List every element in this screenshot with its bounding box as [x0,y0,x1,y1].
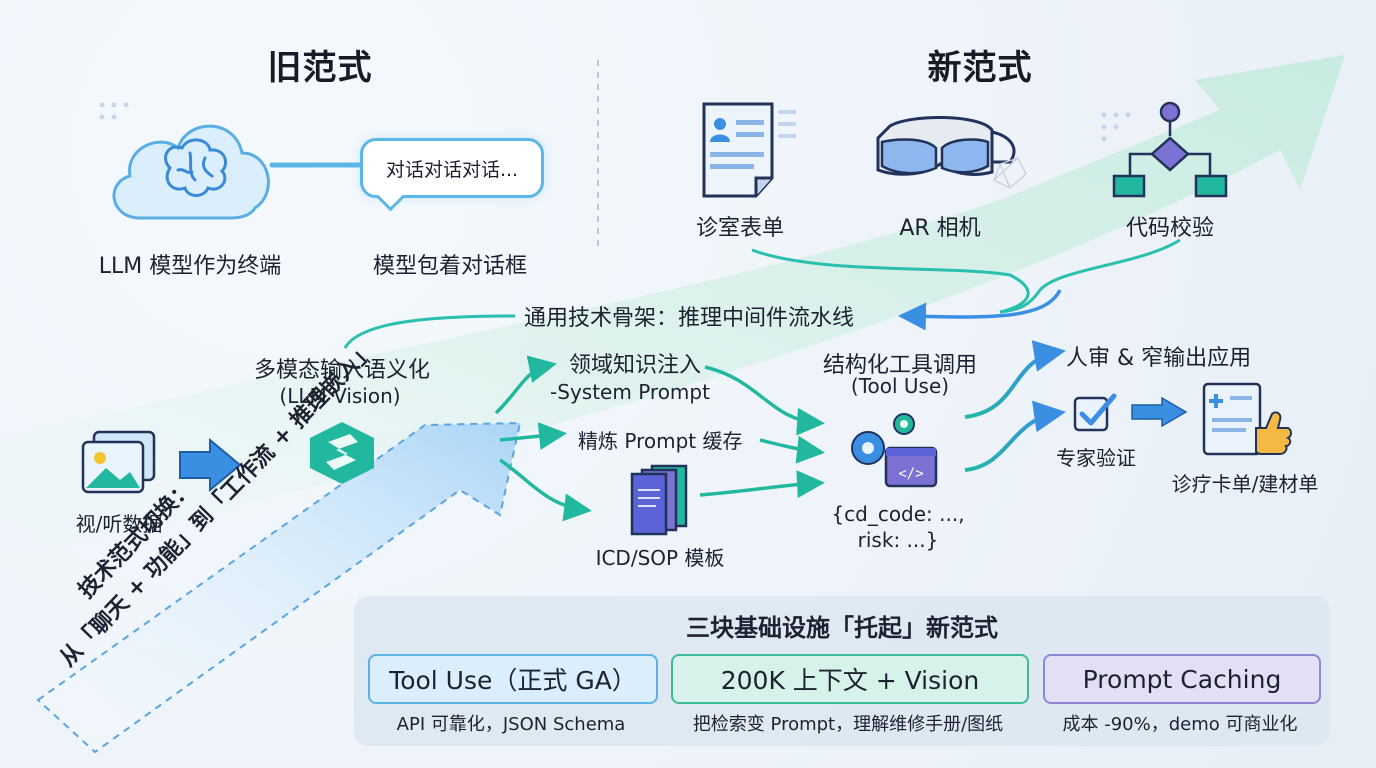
image-icon [81,430,156,494]
shift-arrow-shape [36,421,522,754]
new-paradigm-title: 新范式 [927,48,1033,88]
tool-use-title: 结构化工具调用 [822,353,977,378]
infra-sub-tool-use: API 可靠化，JSON Schema [396,714,626,735]
tool-use-subtitle: (Tool Use) [850,374,950,398]
review-title: 人审 & 窄输出应用 [1066,346,1252,371]
svg-text:</>: </> [898,466,923,482]
form-document-icon [702,102,796,198]
infra-pill-prompt-caching: Prompt Caching [1043,654,1321,704]
expert-verify-label: 专家验证 [1056,446,1136,470]
llm-terminal-label: LLM 模型作为终端 [98,254,282,279]
json-output-line1: {cd_code: ..., [831,502,965,526]
document-thumbs-up-icon [1202,382,1292,456]
checkbox-icon [1073,393,1117,432]
chat-bubble-icon: 对话对话对话... [360,138,544,198]
input-arrow-icon [179,437,242,493]
infra-pill-tool-use: Tool Use（正式 GA） [368,654,658,704]
vr-headset-icon [876,115,1027,189]
form-label: 诊室表单 [695,216,784,241]
multimodal-subtitle: (LLM Vision) [279,384,401,408]
template-label: ICD/SOP 模板 [595,546,725,570]
dialog-wrap-label: 模型包着对话框 [372,254,527,279]
domain-knowledge-title: 领域知识注入 [568,353,701,378]
books-icon [630,464,688,536]
infra-title: 三块基础设施「托起」新范式 [686,614,998,642]
bubble-text: 对话对话对话... [385,158,519,181]
gear-code-icon: </> [851,413,938,488]
json-output-line2: risk: ...} [857,528,939,552]
domain-knowledge-subtitle: -System Prompt [550,380,710,404]
infra-pill-context-vision: 200K 上下文 + Vision [671,654,1029,704]
flowchart-icon [1112,101,1228,198]
prompt-cache-label: 精炼 Prompt 缓存 [578,429,743,453]
output-card-label: 诊疗卡单/建材单 [1171,472,1319,496]
input-data-label: 视/听数据 [75,512,163,536]
old-paradigm-title: 旧范式 [267,48,373,88]
infra-sub-context-vision: 把检索变 Prompt，理解维修手册/图纸 [692,714,1004,735]
infra-sub-prompt-caching: 成本 -90%，demo 可商业化 [1062,714,1298,735]
logo-icon [310,422,374,484]
backbone-label: 通用技术骨架：推理中间件流水线 [524,306,855,331]
output-arrow-icon [1131,396,1188,428]
code-validation-label: 代码校验 [1125,216,1214,241]
ar-camera-label: AR 相机 [899,216,981,241]
multimodal-title: 多模态输入语义化 [253,358,430,383]
cloud-brain-icon [112,124,270,220]
